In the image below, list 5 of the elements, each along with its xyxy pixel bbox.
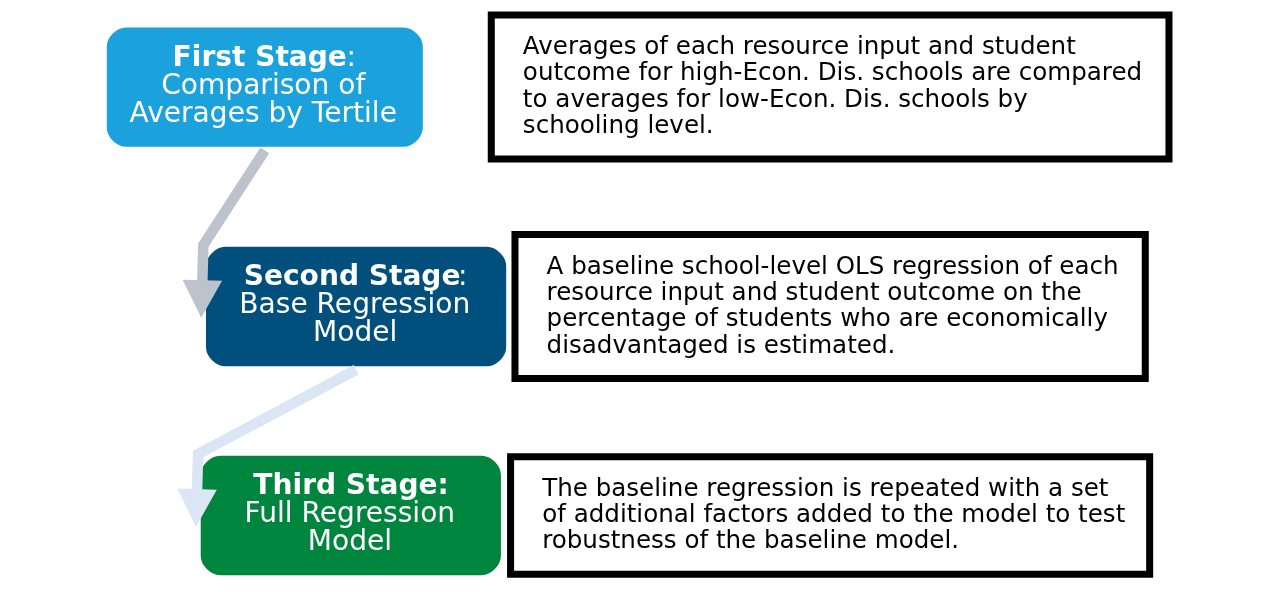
node-box: The baseline regression is repeated with a set of additional factors added to the model to test robustness of the baseline model. xyxy=(506,453,1153,578)
arrow xyxy=(176,365,359,527)
node-box: A baseline school-level OLS regression of each resource input and student outcome on the percentage of students who are economically disadvantaged is estimated. xyxy=(510,231,1149,383)
arrow xyxy=(182,147,269,318)
node-box: Averages of each resource input and student outcome for high-Econ. Dis. schools are compared to averages for low-Econ. Dis. schools by schooling level. xyxy=(487,11,1172,163)
